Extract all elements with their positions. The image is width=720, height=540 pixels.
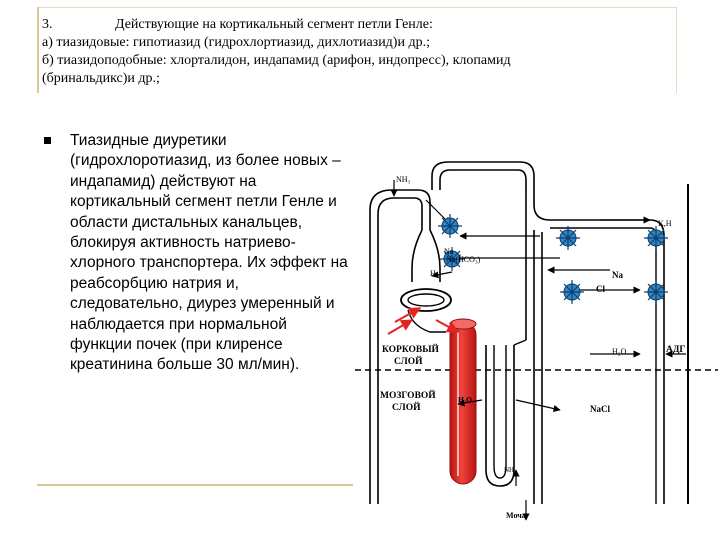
label-h-left: H	[430, 269, 436, 278]
label-na-right: Na	[612, 270, 623, 280]
label-na-left: Na	[444, 247, 454, 256]
label-nh3-top: NH₃	[396, 175, 411, 184]
header-number: 3.	[42, 17, 53, 32]
glomerulus-inner	[407, 293, 445, 307]
red-arrow	[387, 319, 414, 335]
transporter-icon	[560, 280, 584, 304]
label-h2o-mid: H₂O	[612, 347, 627, 356]
label-h2o-loop: H₂O	[458, 395, 472, 404]
distal-arch-outer	[431, 161, 535, 190]
label-urine: Моча	[506, 511, 526, 520]
flux-arrow	[431, 271, 453, 279]
label-na-hco3: Na(HCO₃)	[446, 255, 481, 264]
header-title-line: 3. Действующие на кортикальный сегмент пе…	[42, 16, 672, 34]
red-arrow	[394, 307, 422, 323]
bullet-text: Тиазидные диуретики (гидрохлоротиазид, и…	[70, 132, 348, 374]
label-cortex-1: КОРКОВЫЙ	[382, 343, 440, 355]
slide-header: 3. Действующие на кортикальный сегмент пе…	[42, 16, 672, 88]
transporter-icon	[644, 226, 668, 250]
label-medulla-1: МОЗГОВОЙ	[380, 389, 436, 401]
afferent-tubule	[407, 309, 446, 333]
transporter-icon	[438, 214, 462, 238]
tubule-segment	[411, 229, 423, 282]
header-title: Действующие на кортикальный сегмент петл…	[115, 17, 433, 32]
frame-top-line	[37, 7, 677, 8]
label-k-h: K,H	[658, 219, 672, 228]
transporter-icon	[644, 280, 668, 304]
flux-arrow	[457, 399, 483, 407]
vessel-top	[449, 318, 477, 330]
frame-bottom-line	[37, 484, 353, 486]
header-line-b2: (бринальдикс)и др.;	[42, 71, 160, 86]
square-bullet-icon	[44, 137, 51, 144]
label-cortex-2: СЛОЙ	[394, 355, 423, 367]
label-adh: АДГ	[666, 345, 685, 355]
header-line-a: а) тиазидовые: гипотиазид (гидрохлортиаз…	[42, 35, 430, 50]
distal-arch-inner	[439, 169, 527, 190]
red-arrow	[435, 319, 460, 333]
junction-line	[513, 339, 527, 346]
glomerulus-capsule	[400, 288, 452, 312]
flux-arrow	[515, 399, 561, 413]
frame-right-line	[676, 7, 677, 93]
header-line-b1: б) тиазидоподобные: хлорталидон, индапам…	[42, 53, 511, 68]
label-nacl: NaCl	[590, 404, 610, 414]
label-cl-right: Cl	[596, 284, 605, 294]
label-medulla-2: СЛОЙ	[392, 401, 421, 413]
proximal-tubule-inner	[377, 197, 423, 504]
transporter-icon	[556, 226, 580, 250]
label-nh3-bottom: NH₃	[504, 466, 517, 474]
loop-of-henle-inner	[493, 345, 507, 479]
loop-of-henle-outer	[485, 345, 515, 487]
proximal-tubule-outer	[369, 189, 431, 504]
collecting-duct-outer	[533, 190, 665, 504]
transporter-icon	[440, 247, 464, 271]
tubule-segment	[429, 229, 441, 282]
frame-left-line	[37, 7, 39, 93]
